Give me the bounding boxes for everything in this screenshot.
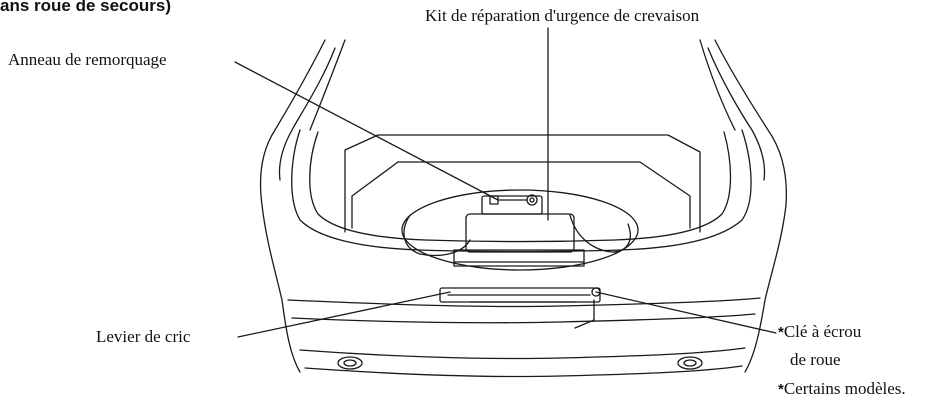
floor-back-left xyxy=(345,135,378,232)
bumper-line2 xyxy=(292,314,755,323)
lug-wrench-hook xyxy=(575,300,594,328)
pillar-right-inner2 xyxy=(708,48,765,180)
well-outline xyxy=(402,190,638,270)
pillar-left-inner2 xyxy=(280,48,336,180)
label-repair-kit: Kit de réparation d'urgence de crevaison xyxy=(425,6,699,26)
leader-jack-lever xyxy=(238,292,450,337)
exhaust-right xyxy=(678,357,702,369)
floor-panel-top xyxy=(398,162,690,228)
footnote: *Certains modèles. xyxy=(778,379,906,400)
exhaust-left xyxy=(338,357,362,369)
well-right xyxy=(570,215,630,252)
bumper-lower xyxy=(300,348,745,359)
repair-kit-box xyxy=(466,214,574,252)
bumper-bottom xyxy=(305,366,742,377)
pillar-right-inner xyxy=(700,40,735,130)
label-lug-wrench-line2: de roue xyxy=(790,350,841,370)
floor-back-edge xyxy=(378,135,700,232)
label-jack-lever: Levier de cric xyxy=(96,327,190,347)
label-tow-ring: Anneau de remorquage xyxy=(8,50,167,70)
floor-panel-left xyxy=(352,162,398,228)
leader-lug-wrench xyxy=(596,292,776,333)
trunk-opening-inner xyxy=(310,132,731,242)
label-lug-wrench: *Clé à écrou xyxy=(778,322,861,343)
